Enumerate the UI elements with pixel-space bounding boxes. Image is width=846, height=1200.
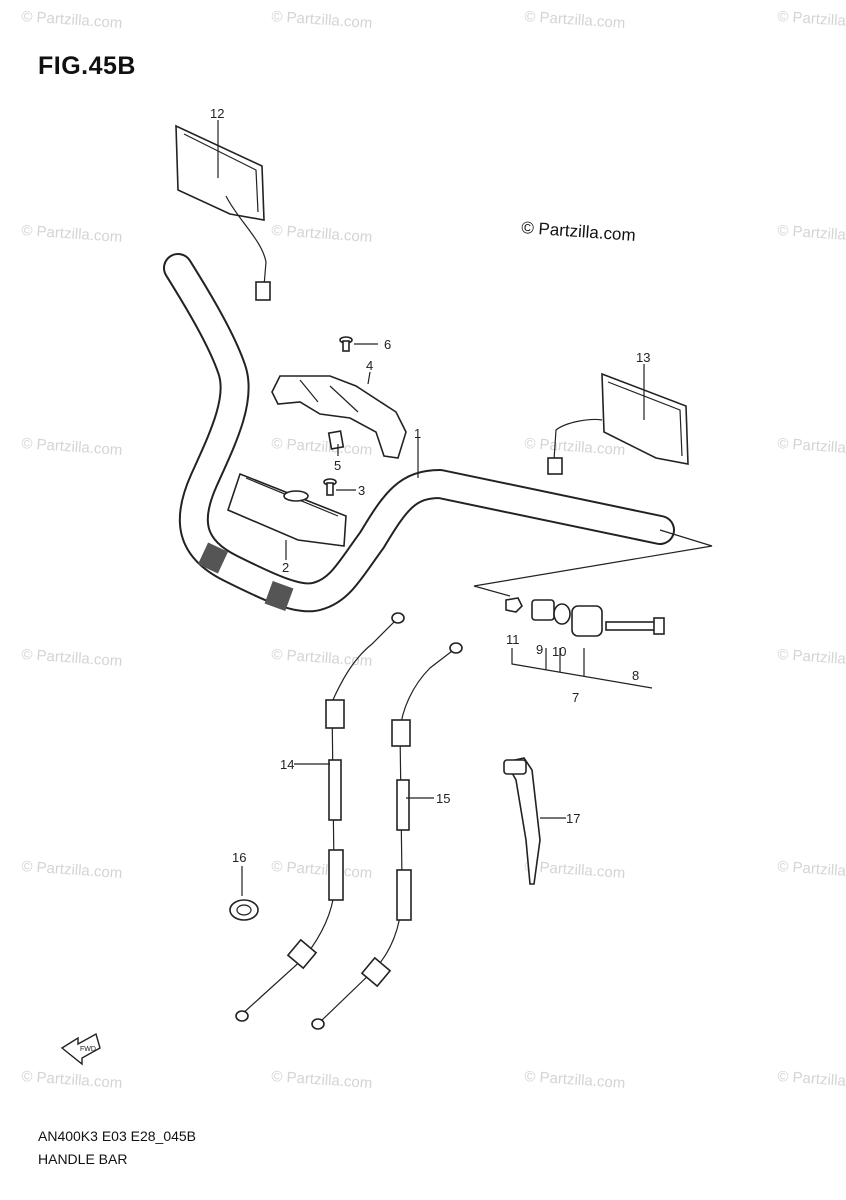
bolt[interactable] (323, 478, 337, 496)
callout-9: 9 (536, 642, 543, 657)
mirror-right[interactable] (175, 124, 271, 301)
fwd-arrow-label: FWD (80, 1046, 96, 1053)
damper[interactable] (531, 599, 555, 621)
knurl-marks (197, 542, 294, 612)
throttle-cable-1[interactable] (235, 612, 405, 1022)
balancer-weight[interactable] (571, 605, 603, 637)
callout-8: 8 (632, 668, 639, 683)
callout-10: 10 (552, 644, 566, 659)
bolt[interactable] (605, 617, 665, 635)
washer[interactable] (553, 603, 571, 625)
callout-3: 3 (358, 483, 365, 498)
handlebar[interactable] (163, 253, 675, 613)
leader-lines (217, 120, 645, 896)
callout-7: 7 (572, 690, 579, 705)
callout-16: 16 (232, 850, 246, 865)
tool[interactable] (503, 757, 541, 885)
nut[interactable] (505, 597, 523, 613)
screw[interactable] (339, 336, 353, 352)
group-bracket (511, 648, 653, 689)
callout-17: 17 (566, 811, 580, 826)
throttle-cable-2[interactable] (311, 642, 463, 1030)
callout-13: 13 (636, 350, 650, 365)
figure-title: FIG.45B (38, 52, 136, 80)
clamp[interactable] (229, 899, 259, 921)
callout-6: 6 (384, 337, 391, 352)
model-code: AN400K3 E03 E28_045B (38, 1128, 197, 1144)
holder-lower[interactable] (271, 375, 407, 459)
balancer-reference-line (473, 529, 713, 597)
callout-11: 11 (506, 632, 520, 647)
callout-1: 1 (414, 426, 421, 441)
callout-4: 4 (366, 358, 373, 373)
holder-upper[interactable] (227, 472, 347, 547)
section-name: HANDLE BAR (38, 1151, 128, 1167)
callouts: 1 2 3 4 5 6 7 8 9 10 11 12 13 14 15 16 1… (210, 106, 650, 865)
fwd-arrow-icon: FWD (60, 1032, 101, 1066)
mirror-left[interactable] (547, 372, 689, 475)
callout-2: 2 (282, 560, 289, 575)
callout-5: 5 (334, 458, 341, 473)
callout-15: 15 (436, 791, 450, 806)
clip[interactable] (327, 430, 345, 450)
callout-14: 14 (280, 757, 294, 772)
callout-12: 12 (210, 106, 224, 121)
